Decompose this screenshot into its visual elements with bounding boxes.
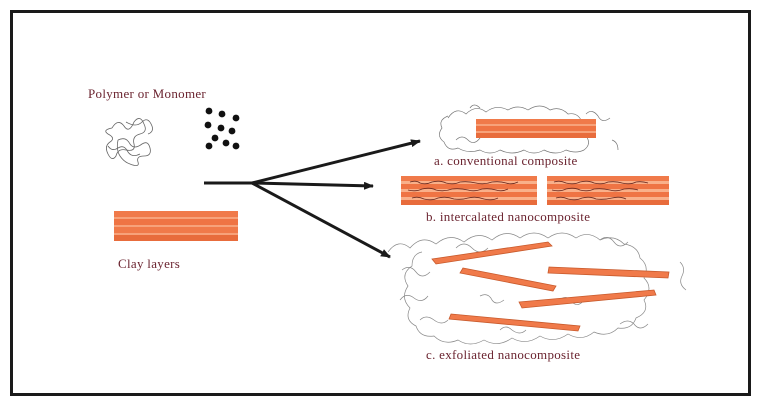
intercalated-stack-right — [547, 176, 669, 205]
polymer-or-monomer-label: Polymer or Monomer — [88, 86, 206, 102]
arrow-to-exfoliated — [252, 183, 390, 257]
clay-layers-stack — [114, 211, 238, 241]
polymer-coil-icon — [106, 118, 153, 165]
arrow-to-intercalated — [252, 183, 373, 186]
arrow-to-conventional — [252, 141, 420, 183]
intercalated-nanocomposite-label: b. intercalated nanocomposite — [426, 209, 590, 225]
monomer-dots-icon — [205, 108, 240, 150]
intercalated-stack-left — [401, 176, 537, 205]
conventional-composite — [439, 105, 618, 153]
exfoliated-nanocomposite-label: c. exfoliated nanocomposite — [426, 347, 580, 363]
exfoliated-clay-sheets — [432, 242, 669, 331]
conventional-composite-label: a. conventional composite — [434, 153, 578, 169]
clay-layers-label: Clay layers — [118, 256, 180, 272]
